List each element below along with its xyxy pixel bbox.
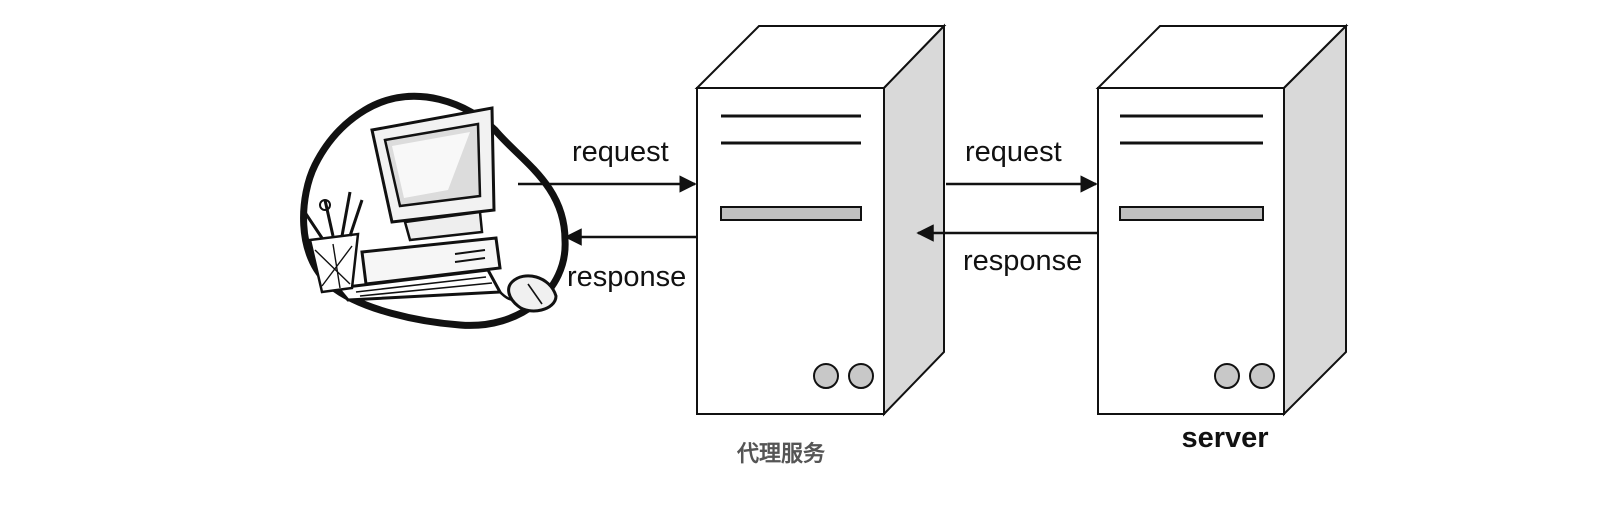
client-to-proxy-request-label: request — [572, 136, 669, 168]
proxy-caption: 代理服务 — [736, 442, 826, 467]
server-caption: server — [1181, 422, 1268, 454]
server-to-proxy-response-label: response — [963, 245, 1082, 277]
client-computer-icon — [300, 92, 569, 329]
backend-server-tower-icon — [1095, 23, 1349, 417]
proxy-server-tower-icon — [694, 23, 947, 417]
proxy-to-server-request-label: request — [965, 136, 1062, 168]
proxy-to-client-response-label: response — [567, 261, 686, 293]
